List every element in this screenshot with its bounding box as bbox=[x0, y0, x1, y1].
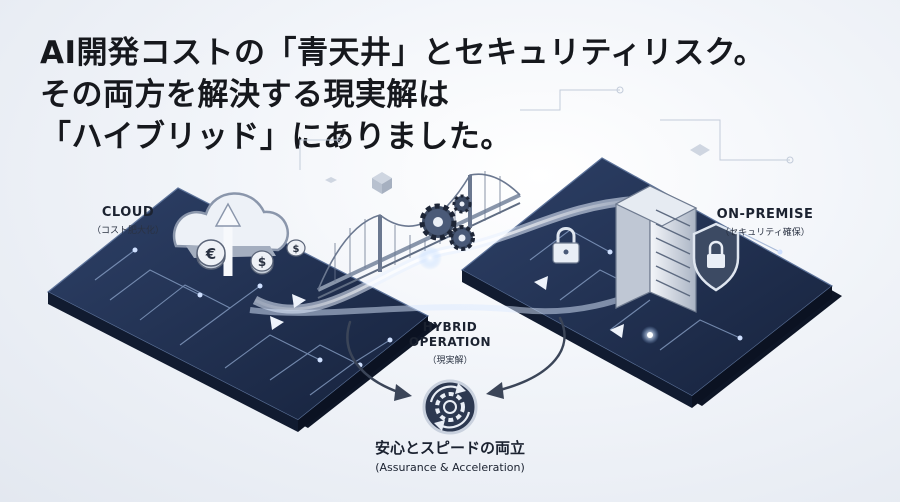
euro-coin-icon: € bbox=[196, 239, 226, 270]
arrow-head-left bbox=[394, 384, 412, 401]
dollar-coin-icon: $ $ bbox=[250, 239, 306, 275]
background-circuits bbox=[299, 86, 794, 170]
headline-line-3: 「ハイブリッド」にありました。 bbox=[40, 119, 512, 155]
arrow-head-right bbox=[486, 382, 504, 399]
padlock-icon bbox=[552, 227, 580, 264]
outcome-subtitle: (Assurance & Acceleration) bbox=[375, 461, 525, 474]
shield-lock-icon bbox=[692, 222, 740, 292]
flow-arrows-left bbox=[270, 294, 306, 330]
headline-line-2: その両方を解決する現実解は bbox=[40, 77, 450, 113]
hybrid-label: HYBRID OPERATION （現実解） bbox=[385, 320, 515, 366]
server-icon bbox=[614, 185, 698, 313]
decorative-cubes bbox=[325, 144, 710, 194]
gears-icon bbox=[418, 194, 475, 270]
dollar-symbol-small: $ bbox=[293, 244, 300, 255]
onprem-subtitle: （セキュリティ確保） bbox=[720, 228, 810, 238]
euro-symbol: € bbox=[205, 245, 216, 263]
bridge bbox=[317, 171, 521, 299]
cloud-subtitle: （コスト肥大化） bbox=[91, 226, 164, 236]
cloud-title: CLOUD bbox=[101, 205, 155, 220]
flow-arrows-right bbox=[534, 276, 624, 338]
onprem-title: ON-PREMISE bbox=[716, 207, 814, 222]
headline-line-1: AI開発コストの「青天井」とセキュリティリスク。 bbox=[40, 35, 766, 71]
convergence-arrows bbox=[346, 316, 566, 394]
hybrid-subtitle: （現実解） bbox=[427, 356, 473, 366]
outcome-label: 安心とスピードの両立 (Assurance & Acceleration) bbox=[330, 437, 570, 474]
hybrid-title-line1: HYBRID bbox=[422, 320, 478, 334]
dollar-symbol: $ bbox=[258, 255, 266, 269]
headline: AI開発コストの「青天井」とセキュリティリスク。 その両方を解決する現実解は 「… bbox=[40, 32, 765, 158]
cloud-platform bbox=[46, 187, 438, 432]
cycle-gear-icon bbox=[422, 379, 478, 435]
cloud-label: CLOUD （コスト肥大化） bbox=[88, 205, 168, 236]
hybrid-title-line2: OPERATION bbox=[408, 335, 492, 349]
onprem-label: ON-PREMISE （セキュリティ確保） bbox=[705, 207, 825, 238]
outcome-title: 安心とスピードの両立 bbox=[374, 439, 525, 457]
